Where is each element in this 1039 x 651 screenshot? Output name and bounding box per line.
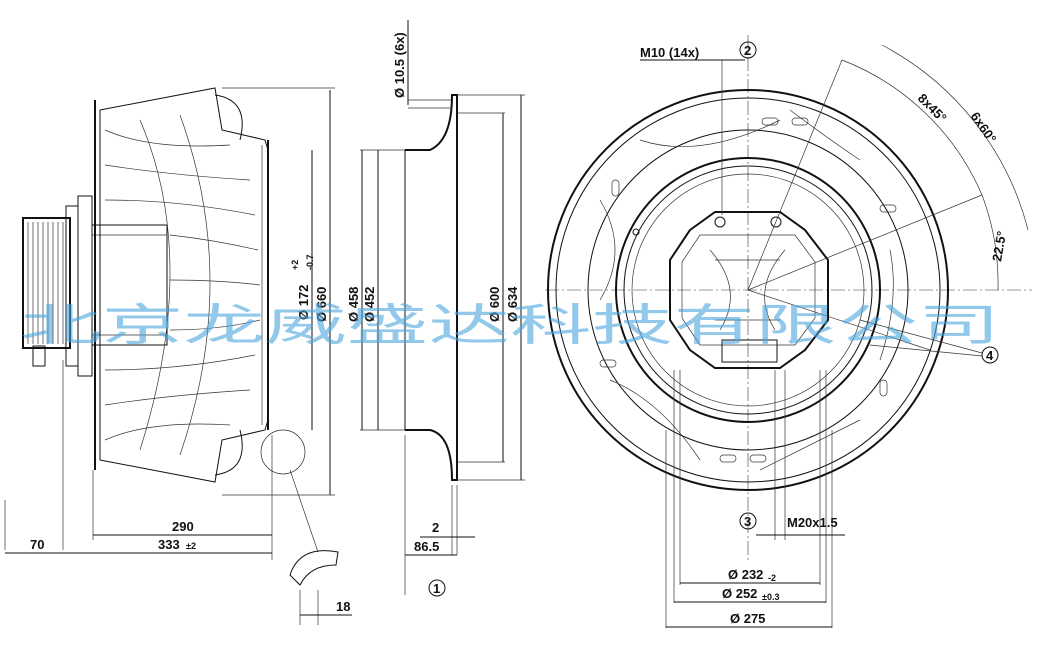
callout-2: 2 [744,43,751,58]
impeller-outline [94,87,269,483]
front-view: 8x45° 6x60° 22.5° M10 (14x) 2 4 3 M20x1.… [545,35,1032,628]
dia-452: Ø 452 [362,287,377,322]
callout-4: 4 [986,348,994,363]
dia-232: Ø 232 [728,567,763,582]
dia-660: Ø 660 [314,287,329,322]
dia-232-tol: -2 [768,573,776,583]
dia-172: Ø 172 [296,285,311,320]
dim-18: 18 [336,599,350,614]
thread-bottom: M20x1.5 [787,515,838,530]
callout-2-circle [739,41,757,59]
outer-ring [547,89,949,491]
dia-172-tol-upper: +2 [290,260,300,270]
thread-top: M10 (14x) [640,45,699,60]
callout-3-circle [739,512,757,530]
dia-634: Ø 634 [505,286,520,322]
dim-333: 333 [158,537,180,552]
side-view: 70 290 333 ±2 18 Ø 172 +2 -0.7 Ø 660 [4,87,352,625]
inlet-ring-profile [405,94,458,481]
detail-section [289,550,339,586]
callout-1: 1 [433,581,440,596]
dim-70: 70 [30,537,44,552]
angle-6x60: 6x60° [968,109,1000,146]
callout-4-circle [981,346,999,364]
callout-3: 3 [744,514,751,529]
hole-label: Ø 10.5 (6x) [392,32,407,98]
watermark: 北京龙威盛达科技有限公司 [20,300,1000,351]
motor-body [22,195,168,377]
dia-252: Ø 252 [722,586,757,601]
callout-1-circle [428,579,446,597]
dia-275: Ø 275 [730,611,765,626]
dia-458: Ø 458 [346,287,361,322]
dim-86-5: 86.5 [414,539,439,554]
dia-252-tol: ±0.3 [762,592,779,602]
detail-circle [260,429,306,475]
dim-2: 2 [432,520,439,535]
inlet-ring-view: Ø 458 Ø 452 Ø 600 Ø 634 Ø 10.5 (6x) 2 86… [346,20,525,597]
dia-600: Ø 600 [487,287,502,322]
dim-333-tol: ±2 [186,541,196,551]
dim-290: 290 [172,519,194,534]
angle-22-5: 22.5° [989,230,1009,263]
dia-172-tol-lower: -0.7 [305,254,315,270]
